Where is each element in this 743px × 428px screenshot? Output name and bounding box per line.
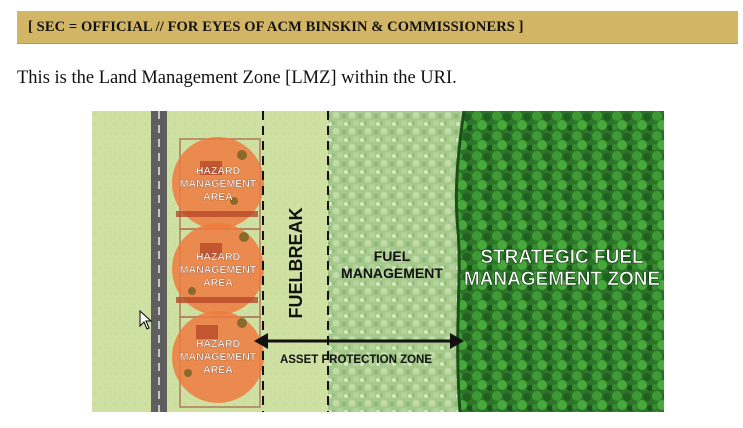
asset-protection-label: ASSET PROTECTION ZONE (280, 354, 432, 366)
svg-text:AREA: AREA (203, 364, 233, 376)
intro-paragraph: This is the Land Management Zone [LMZ] w… (17, 68, 457, 88)
svg-text:AREA: AREA (203, 191, 233, 203)
hazard-label-2-line3: AREA (203, 277, 233, 289)
asset-protection-arrow (254, 333, 464, 349)
svg-text:MANAGEMENT: MANAGEMENT (180, 178, 257, 190)
hazard-label-3-line3: AREA (203, 364, 233, 376)
hazard-label-3-line2: MANAGEMENT (180, 351, 257, 363)
hazard-label-3-line1: HAZARD (196, 338, 241, 350)
svg-text:HAZARD: HAZARD (196, 165, 241, 177)
fuelbreak-label: FUELBREAK (286, 208, 306, 319)
svg-text:MANAGEMENT: MANAGEMENT (180, 264, 257, 276)
svg-text:HAZARD: HAZARD (196, 251, 241, 263)
lmz-diagram: HAZARD MANAGEMENT AREA HAZARD MANAGEMENT… (92, 111, 664, 412)
svg-text:AREA: AREA (203, 277, 233, 289)
classification-text: [ SEC = OFFICIAL // FOR EYES OF ACM BINS… (28, 19, 524, 35)
svg-text:MANAGEMENT: MANAGEMENT (180, 351, 257, 363)
hazard-label-2-line2: MANAGEMENT (180, 264, 257, 276)
hazard-label-1-line3: AREA (203, 191, 233, 203)
hazard-label-1-line1: HAZARD (196, 165, 241, 177)
mouse-cursor-icon (139, 310, 153, 330)
classification-banner: [ SEC = OFFICIAL // FOR EYES OF ACM BINS… (17, 11, 738, 44)
strategic-label-line1: STRATEGIC FUEL (480, 247, 644, 268)
svg-text:HAZARD: HAZARD (196, 338, 241, 350)
hazard-label-2-line1: HAZARD (196, 251, 241, 263)
hazard-label-1-line2: MANAGEMENT (180, 178, 257, 190)
strategic-label-line2: MANAGEMENT ZONE (464, 269, 660, 290)
fuel-label-line1: FUEL (374, 248, 411, 264)
fuel-label-line2: MANAGEMENT (341, 265, 443, 281)
